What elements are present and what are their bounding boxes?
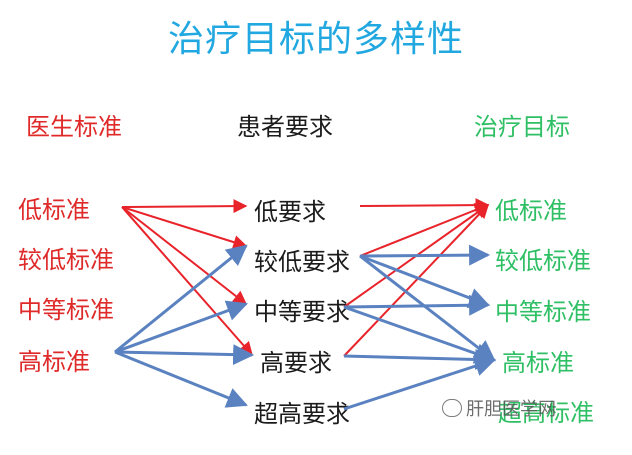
arrow-patient-1-to-goal-2 — [359, 254, 490, 309]
goal-lower-standard: 较低标准 — [495, 247, 591, 275]
goal-medium-standard: 中等标准 — [495, 298, 591, 326]
doctor-lower-standard: 较低标准 — [18, 246, 114, 274]
arrow-patient-1-to-goal-1 — [359, 244, 491, 266]
arrow-doctor-3-to-patient-1 — [114, 244, 248, 354]
arrow-doctor-0-to-patient-3 — [121, 206, 253, 357]
arrow-patient-2-to-goal-3 — [343, 305, 496, 364]
patient-medium-requirement: 中等要求 — [254, 298, 350, 326]
arrow-doctor-3-to-patient-4 — [114, 350, 248, 408]
goal-high-standard: 高标准 — [502, 349, 574, 377]
watermark-text: 肝胆医学网 — [466, 399, 556, 420]
chat-bubble-icon — [442, 399, 462, 417]
arrow-doctor-0-to-patient-1 — [121, 206, 248, 249]
patient-requirement-header: 患者要求 — [237, 113, 333, 141]
arrow-doctor-0-to-patient-2 — [121, 206, 248, 305]
doctor-low-standard: 低标准 — [18, 196, 90, 224]
arrow-patient-4-to-goal-3 — [343, 355, 496, 411]
arrow-patient-0-to-goal-0 — [359, 198, 490, 213]
treatment-goal-header: 治疗目标 — [474, 113, 570, 141]
doctor-standard-header: 医生标准 — [26, 113, 122, 141]
arrow-doctor-3-to-patient-2 — [114, 300, 248, 354]
arrow-doctor-0-to-patient-0 — [121, 199, 248, 214]
arrow-patient-1-to-goal-0 — [359, 203, 490, 257]
patient-lower-requirement: 较低要求 — [254, 248, 350, 276]
goal-super-high-standard: 超高标准 — [498, 399, 594, 427]
watermark: 肝胆医学网 — [442, 395, 556, 421]
arrow-patient-2-to-goal-2 — [343, 294, 491, 316]
patient-high-requirement: 高要求 — [260, 349, 332, 377]
arrow-doctor-3-to-patient-3 — [114, 344, 255, 366]
goal-low-standard: 低标准 — [495, 197, 567, 225]
arrow-patient-3-to-goal-0 — [343, 203, 489, 357]
diagram-title: 治疗目标的多样性 — [167, 19, 464, 60]
doctor-high-standard: 高标准 — [18, 348, 90, 376]
arrow-patient-3-to-goal-3 — [343, 348, 497, 370]
patient-low-requirement: 低要求 — [254, 198, 326, 226]
patient-super-high-requirement: 超高要求 — [254, 400, 350, 428]
doctor-medium-standard: 中等标准 — [18, 296, 114, 324]
arrow-patient-1-to-goal-3 — [359, 254, 496, 362]
